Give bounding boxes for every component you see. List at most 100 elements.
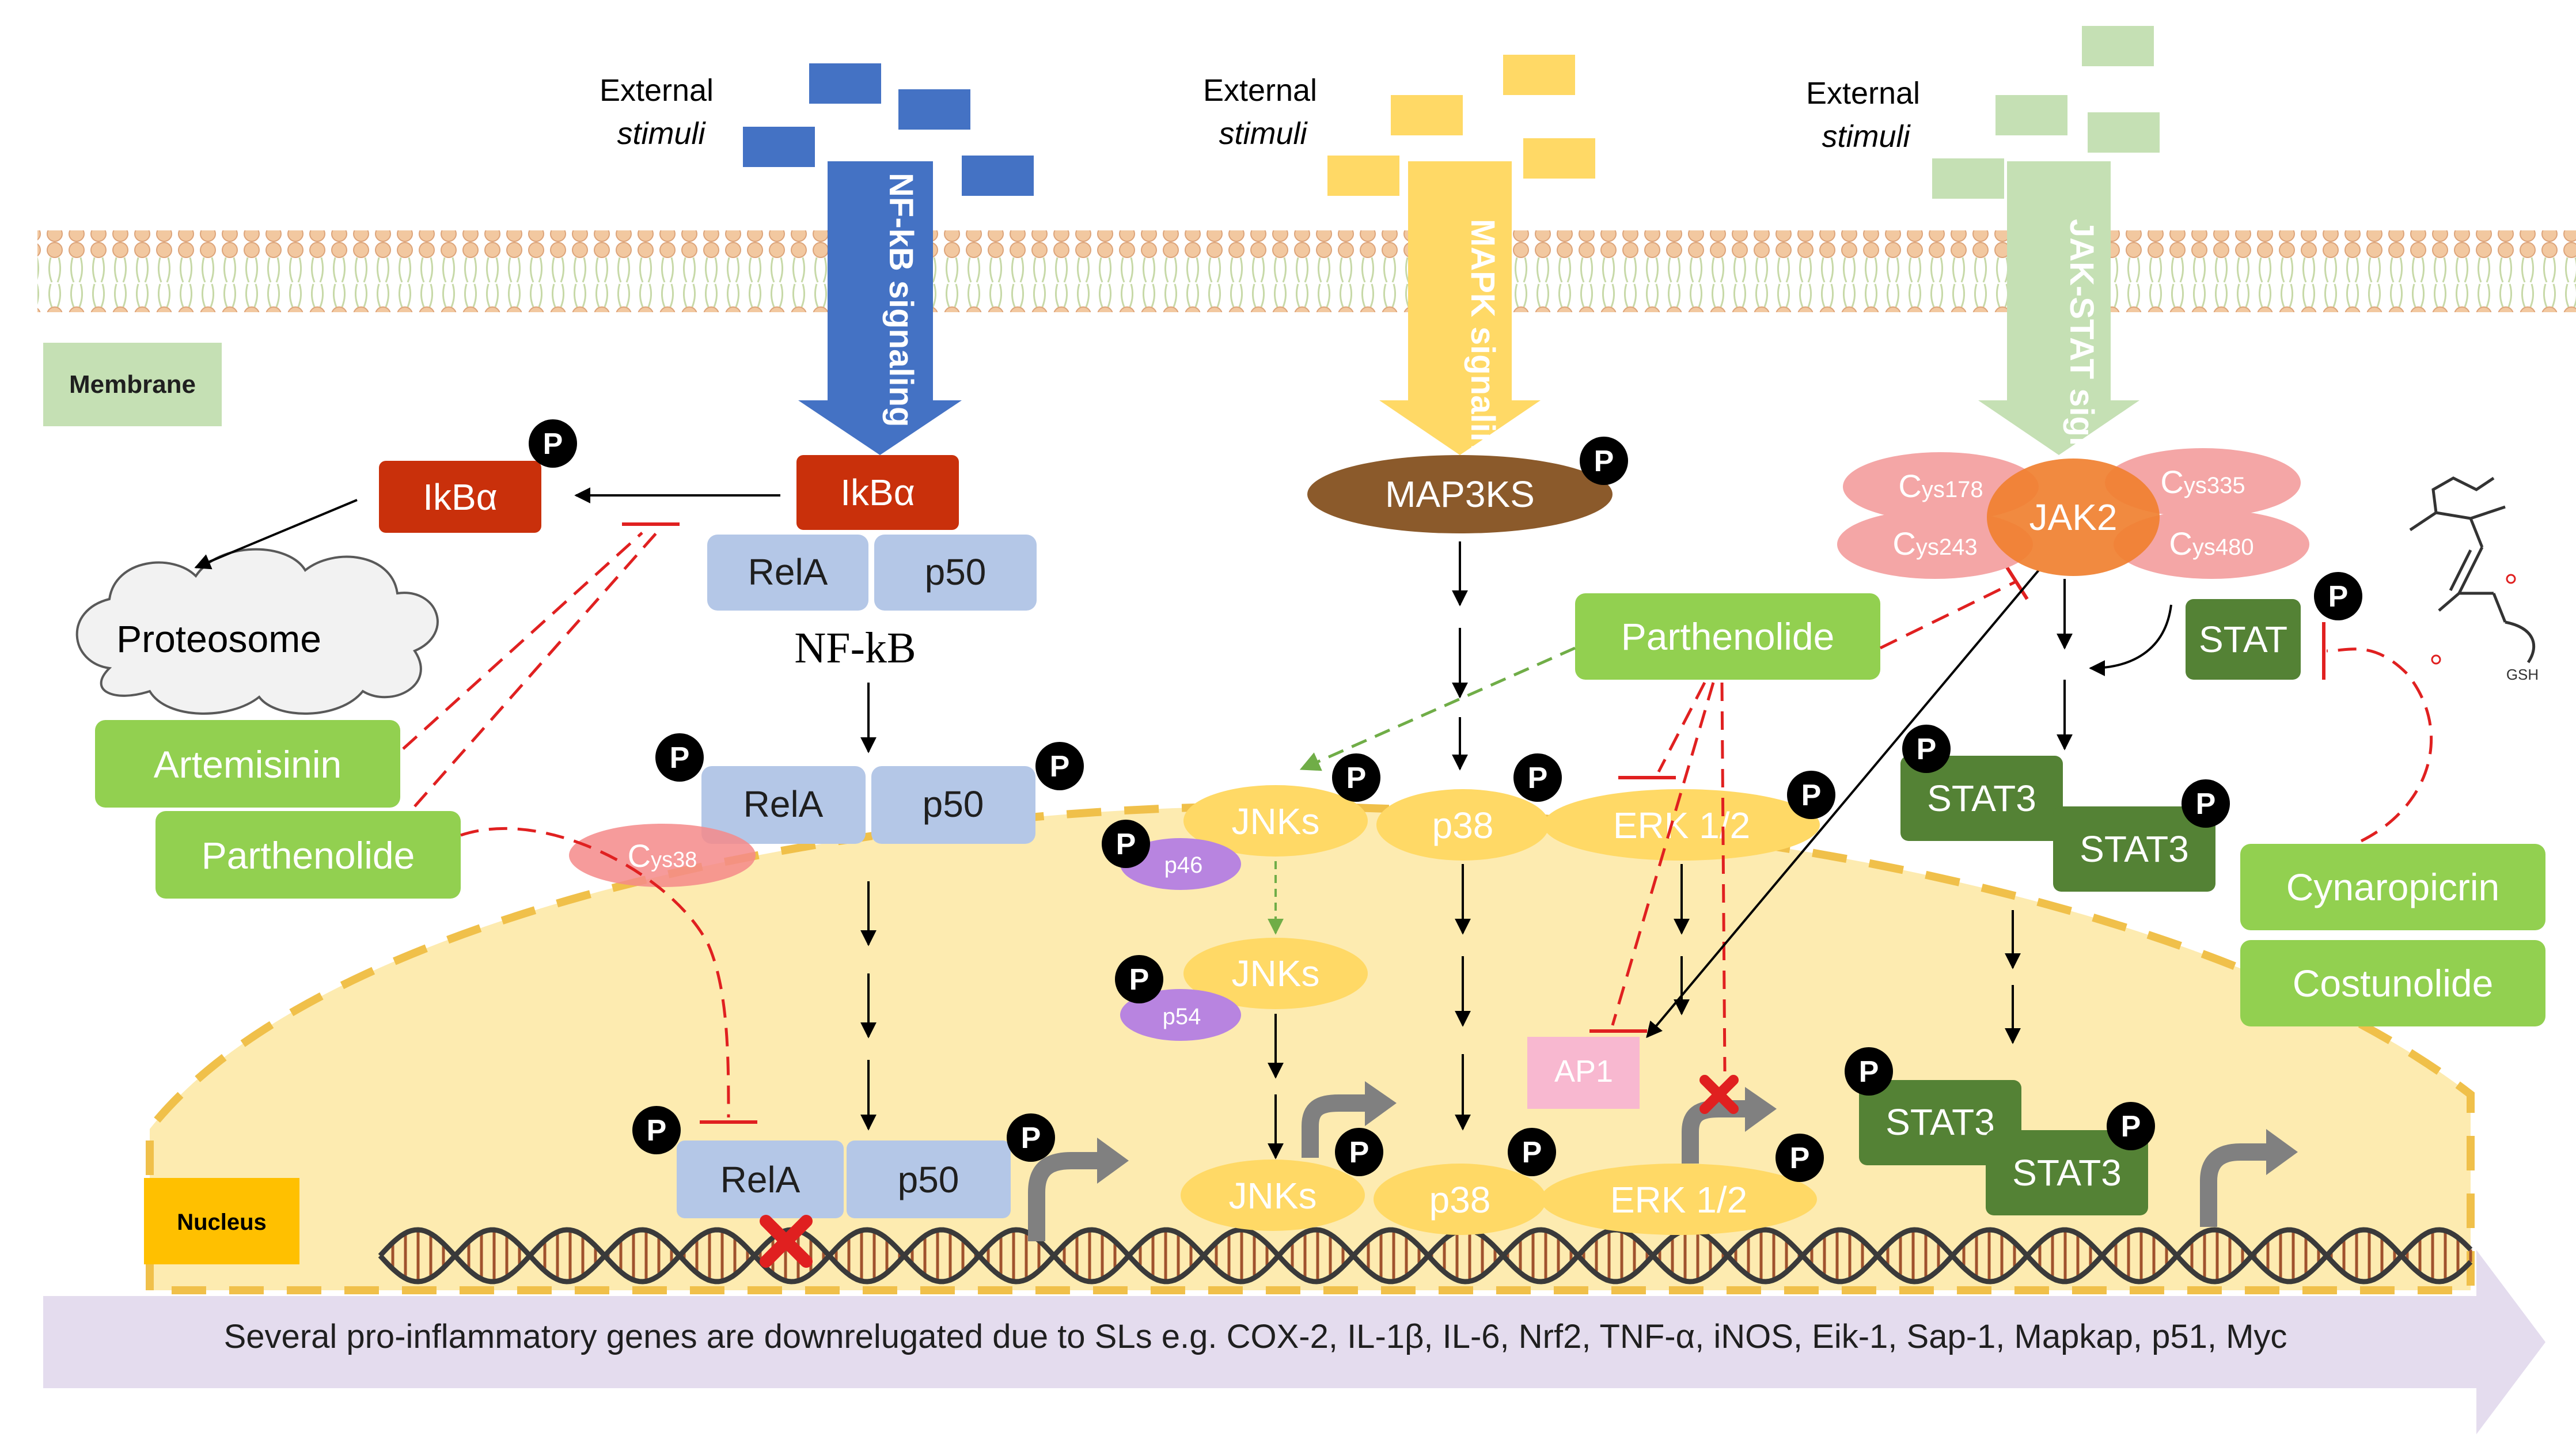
ikba-free: [379, 461, 541, 533]
phospho-badge: [1902, 725, 1951, 773]
phospho-label: P: [543, 427, 563, 461]
jak2-label: JAK2: [2029, 497, 2118, 538]
phospho-label: P: [1528, 761, 1548, 795]
map3ks-label: MAP3KS: [1385, 473, 1535, 515]
activation-parthenolide-jnks: [1299, 646, 1576, 771]
phospho-label: P: [1129, 963, 1149, 997]
inhibition-parthenolide-ikba: [413, 532, 658, 808]
dna-backbone: [378, 1227, 2473, 1285]
ikba-free-label: IkBα: [423, 476, 497, 518]
p54-label: p54: [1163, 1004, 1201, 1029]
p50-cyto-label: p50: [925, 551, 987, 593]
phospho-label: P: [1116, 828, 1136, 861]
phospho-badge: [1513, 753, 1562, 802]
p50-nucleus-label: p50: [898, 1159, 959, 1200]
jnks-nucleus-upper: [1183, 938, 1368, 1009]
p46-label: p46: [1164, 852, 1203, 878]
transcription-arrow-nfkb: [1028, 1138, 1129, 1241]
artemisinin-box: [95, 720, 400, 808]
parthenolide-label-left: Parthenolide: [202, 834, 415, 877]
external-stimuli-label: External: [1806, 76, 1920, 111]
stimulus-block: [1995, 95, 2067, 135]
arrow-stat-to-jak: [2089, 604, 2172, 676]
external-stimuli-label: stimuli: [617, 116, 706, 151]
phospho-label: P: [1522, 1136, 1542, 1169]
inhibition-artemisinin-ikba: [402, 532, 643, 750]
cys38-site: [569, 824, 756, 887]
membrane-legend-label: Membrane: [69, 370, 196, 399]
parthenolide-box-center: [1575, 593, 1880, 680]
phospho-badge: [1787, 771, 1835, 819]
inhibition-parthenolide-erk-gene: [1720, 682, 1727, 1072]
phospho-label: P: [1790, 1142, 1810, 1175]
p38-cyto: [1376, 789, 1549, 861]
p46: [1120, 838, 1241, 890]
phospho-label: P: [1859, 1055, 1879, 1089]
stat3-nucleus-b: [1986, 1130, 2148, 1215]
arrow-jak2-ap1: [1646, 569, 2040, 1039]
costunolide-box: [2240, 940, 2545, 1026]
dna-strand: [378, 1227, 2473, 1285]
phospho-badge: [632, 1106, 681, 1154]
stat3-nucleus-a: [1859, 1080, 2021, 1165]
ikba-bound-label: IkBα: [840, 472, 915, 513]
stat3-nucleus-b-label: STAT3: [2012, 1152, 2122, 1193]
mapk-receptor-label: MAPK signaling: [1464, 219, 1501, 473]
block-x-nfkb: [760, 1215, 813, 1268]
jakstat-receptor: [1978, 161, 2139, 455]
nucleus-legend-label: Nucleus: [177, 1210, 267, 1235]
dna-backbone: [378, 1227, 2473, 1285]
ap1-label: AP1: [1554, 1054, 1613, 1089]
parthenolide-label-center: Parthenolide: [1621, 615, 1835, 658]
stimulus-block: [1391, 95, 1463, 135]
cynaropicrin-box: [2240, 844, 2545, 930]
phospho-label: P: [2196, 787, 2216, 821]
inhibition-parthenolide-ap1: [1611, 682, 1715, 1026]
phospho-badge: [1035, 742, 1084, 790]
phospho-label: P: [1050, 750, 1070, 783]
jnks-nucleus-upper-label: JNKs: [1232, 953, 1320, 994]
membrane-legend-box: [43, 343, 222, 426]
cynaropicrin-label: Cynaropicrin: [2286, 866, 2499, 908]
phospho-badge: [1580, 437, 1628, 485]
phospho-badge: [655, 733, 704, 782]
p38-cyto-label: p38: [1432, 805, 1494, 846]
proteosome-label: Proteosome: [116, 617, 321, 660]
inhibition-parthenolide-jak2: [1879, 580, 2017, 650]
phospho-label: P: [1917, 733, 1937, 766]
stat3-cyto-b-label: STAT3: [2080, 828, 2189, 870]
phospho-badge: [529, 419, 577, 468]
erk-nucleus: [1541, 1164, 1817, 1235]
inhibition-parthenolide-erk: [1657, 681, 1706, 773]
transcription-arrow-erk: [1682, 1087, 1777, 1164]
p50-phospho: [871, 766, 1035, 844]
jnks-cyto: [1183, 785, 1368, 857]
rela-cyto-label: RelA: [748, 551, 828, 593]
stimulus-block: [2088, 112, 2160, 153]
p38-nucleus: [1374, 1164, 1546, 1235]
inhibition-parthenolide-rela: [460, 827, 730, 1118]
phospho-badge: [1007, 1113, 1055, 1162]
phospho-label: P: [1349, 1136, 1369, 1169]
ikba-bound: [796, 455, 959, 530]
phospho-badge: [1115, 955, 1163, 1003]
phospho-badge: [1335, 1128, 1383, 1176]
phospho-badge: [1775, 1134, 1824, 1182]
stat-box: [2186, 599, 2301, 680]
gsh-label: GSH: [2506, 666, 2539, 683]
stat3-cyto-b: [2053, 806, 2215, 892]
gsh-structure: [2409, 476, 2535, 665]
stimulus-block: [962, 156, 1034, 196]
erk-cyto-label: ERK 1/2: [1613, 805, 1750, 846]
phospho-label: P: [670, 741, 690, 775]
jnks-nucleus-label: JNKs: [1229, 1175, 1317, 1217]
phospho-label: P: [1346, 761, 1367, 795]
p50-phospho-label: p50: [923, 783, 984, 825]
proteosome-cloud: [75, 548, 439, 715]
phospho-label: P: [1594, 445, 1614, 478]
footer-text: Several pro-inflammatory genes are downr…: [224, 1318, 2287, 1355]
cys243-site: [1837, 510, 2033, 579]
inhibition-bar-jak2: [2005, 566, 2029, 600]
external-stimuli-label: stimuli: [1219, 116, 1308, 151]
stat3-nucleus-a-label: STAT3: [1885, 1101, 1995, 1143]
